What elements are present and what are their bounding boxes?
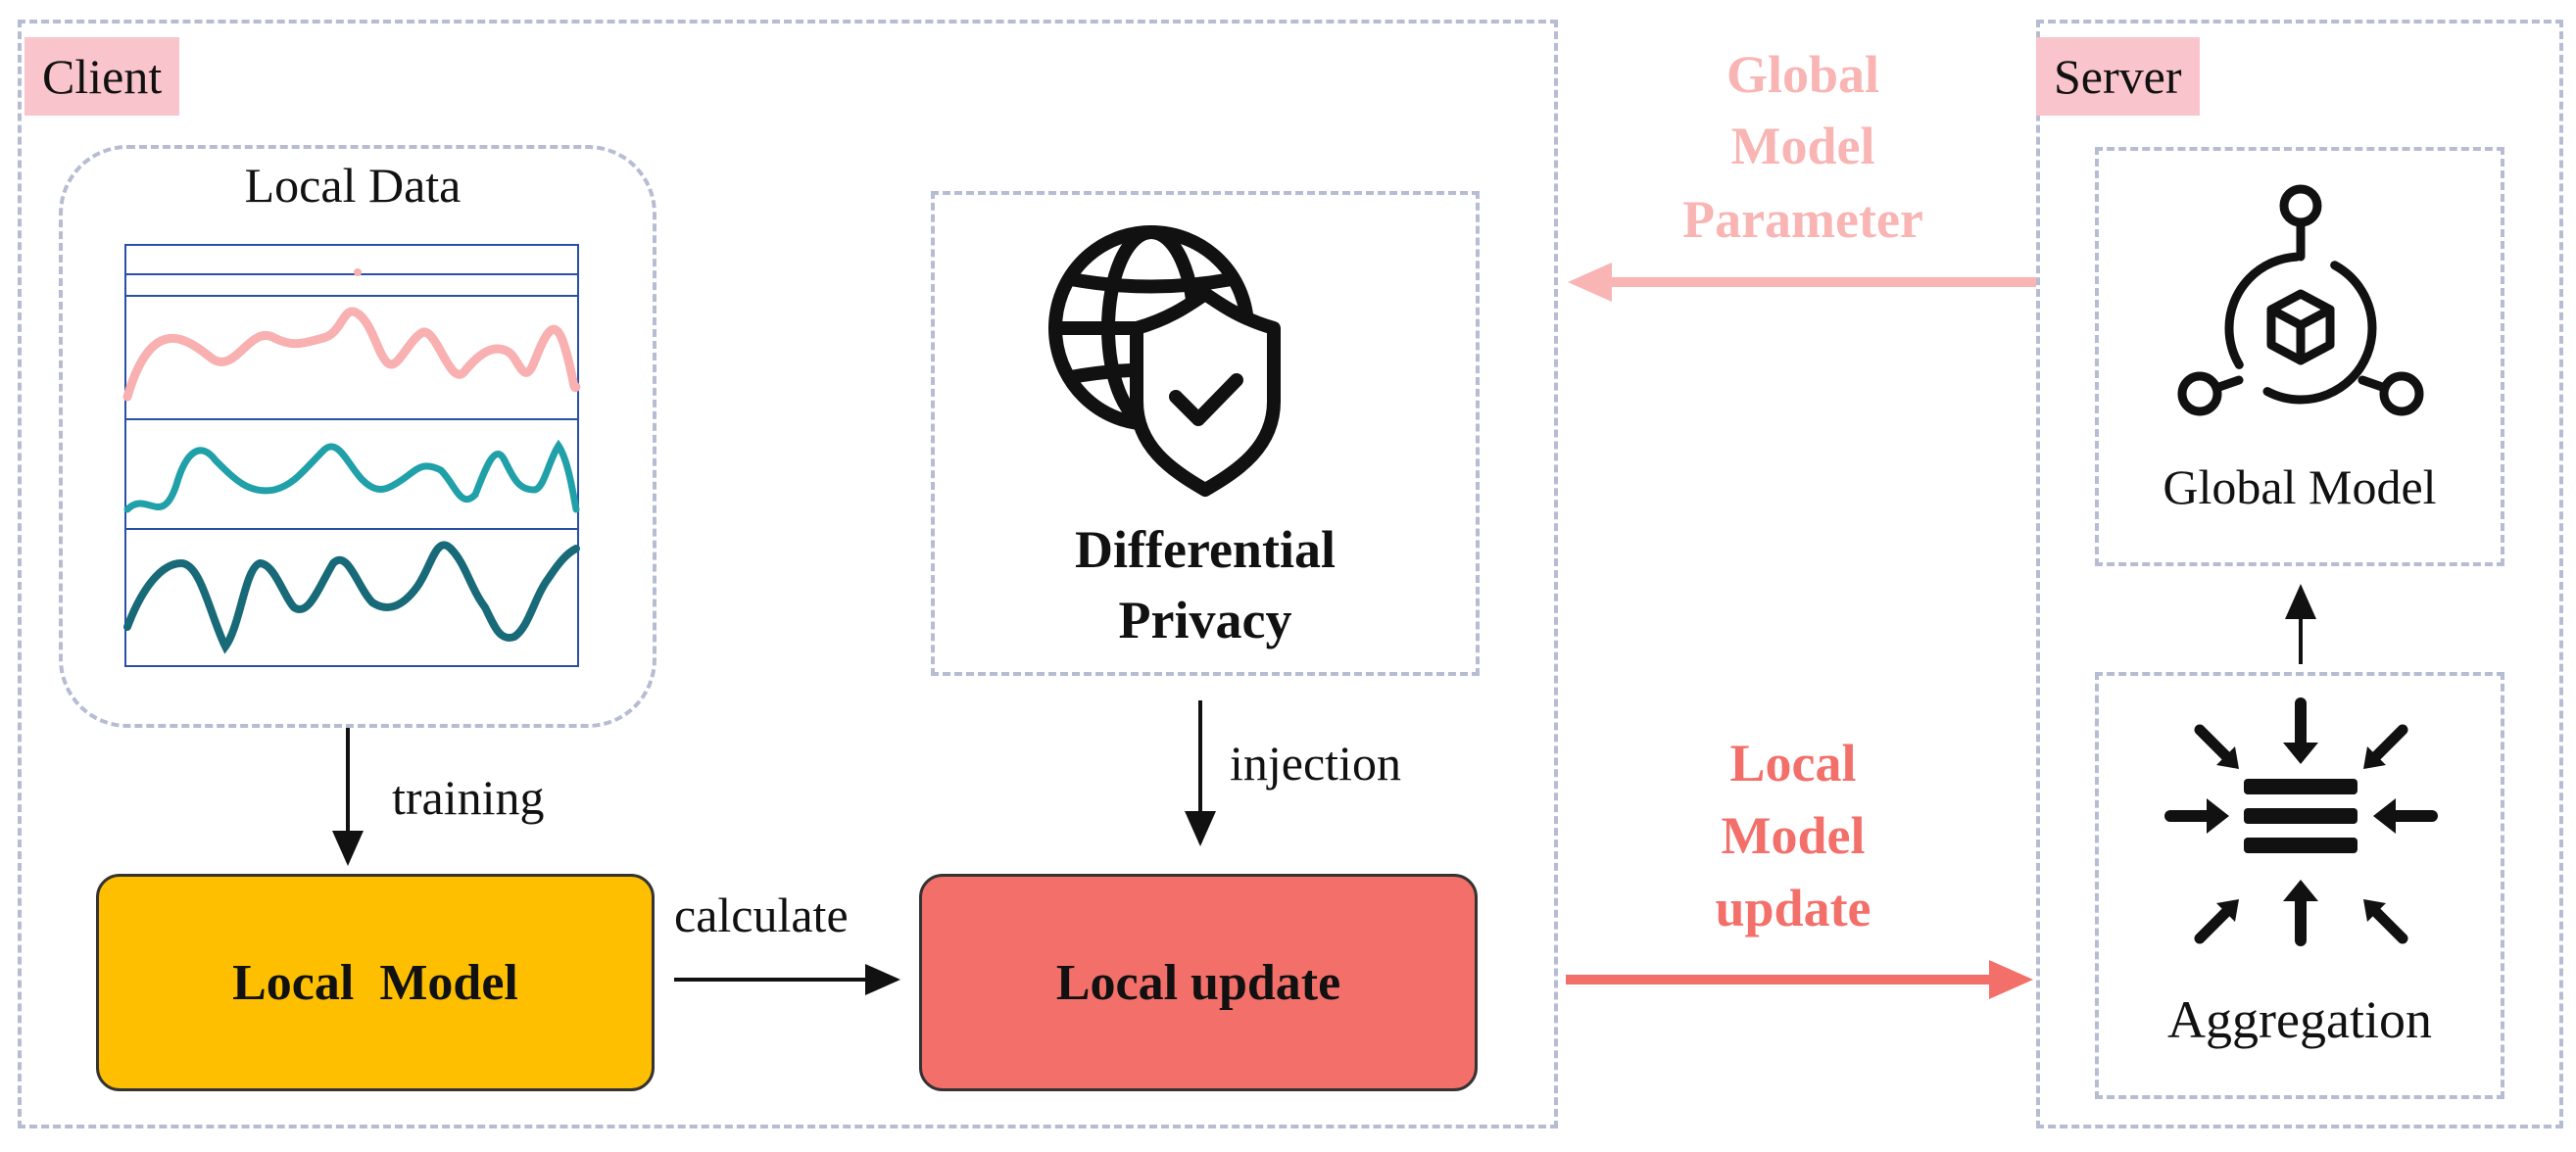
injection-label: injection [1230,736,1401,791]
training-label: training [392,770,545,825]
global-param-arrow [1568,263,2036,302]
local-data-label: Local Data [244,158,462,213]
global-model-icon [2177,184,2424,416]
wave-teal [123,439,580,513]
local-update-box: Local update [919,874,1478,1091]
globe-shield-icon [1048,225,1281,497]
local-model-box: Local Model [96,874,655,1091]
global-model-label: Global Model [2163,459,2437,514]
aggregation-label: Aggregation [2167,990,2432,1049]
local-update-arrow-line3: update [1715,879,1871,937]
wave-pink [122,307,581,402]
server-title: Server [2036,37,2200,116]
local-update-arrow-line1: Local [1729,734,1857,792]
differential-privacy-label-line1: Differential [1075,520,1336,579]
aggregation-icon [2164,697,2438,946]
differential-privacy-container [931,191,1480,676]
aggregation-container [2095,672,2504,1099]
global-model-container [2095,147,2504,566]
local-data-chart [122,244,581,667]
server-container [2036,20,2563,1128]
local-model-label: Local Model [232,954,518,1011]
local-update-arrow-line2: Model [1721,806,1866,865]
local-data-container [59,145,656,728]
calculate-label: calculate [674,888,849,942]
global-param-line3: Parameter [1682,190,1923,249]
wave-dark-teal [123,541,580,654]
global-param-line2: Model [1730,117,1875,175]
client-container [18,20,1558,1128]
local-update-label: Local update [1055,954,1341,1011]
local-update-arrow [1566,960,2033,999]
client-title: Client [24,37,180,116]
global-param-line1: Global [1725,45,1880,104]
differential-privacy-label-line2: Privacy [1118,591,1292,649]
